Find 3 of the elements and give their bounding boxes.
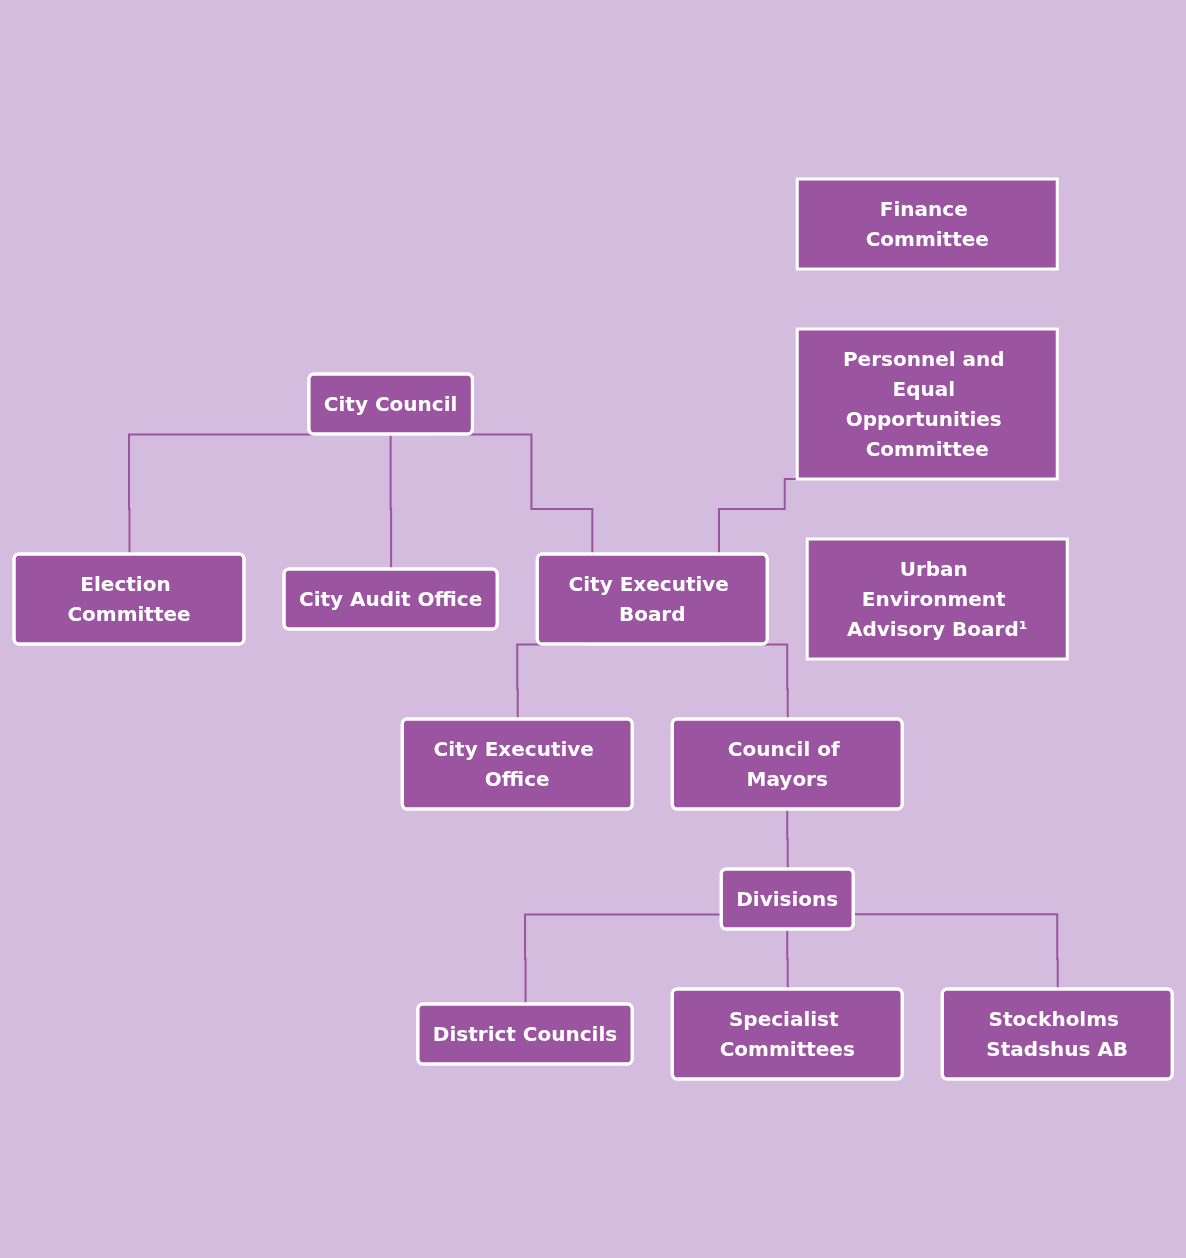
node-box: Urban Environment Advisory Board¹ [805, 537, 1069, 661]
node-box: Personnel and Equal Opportunities Committee [795, 327, 1059, 481]
node-box: Finance Committee [795, 177, 1059, 271]
